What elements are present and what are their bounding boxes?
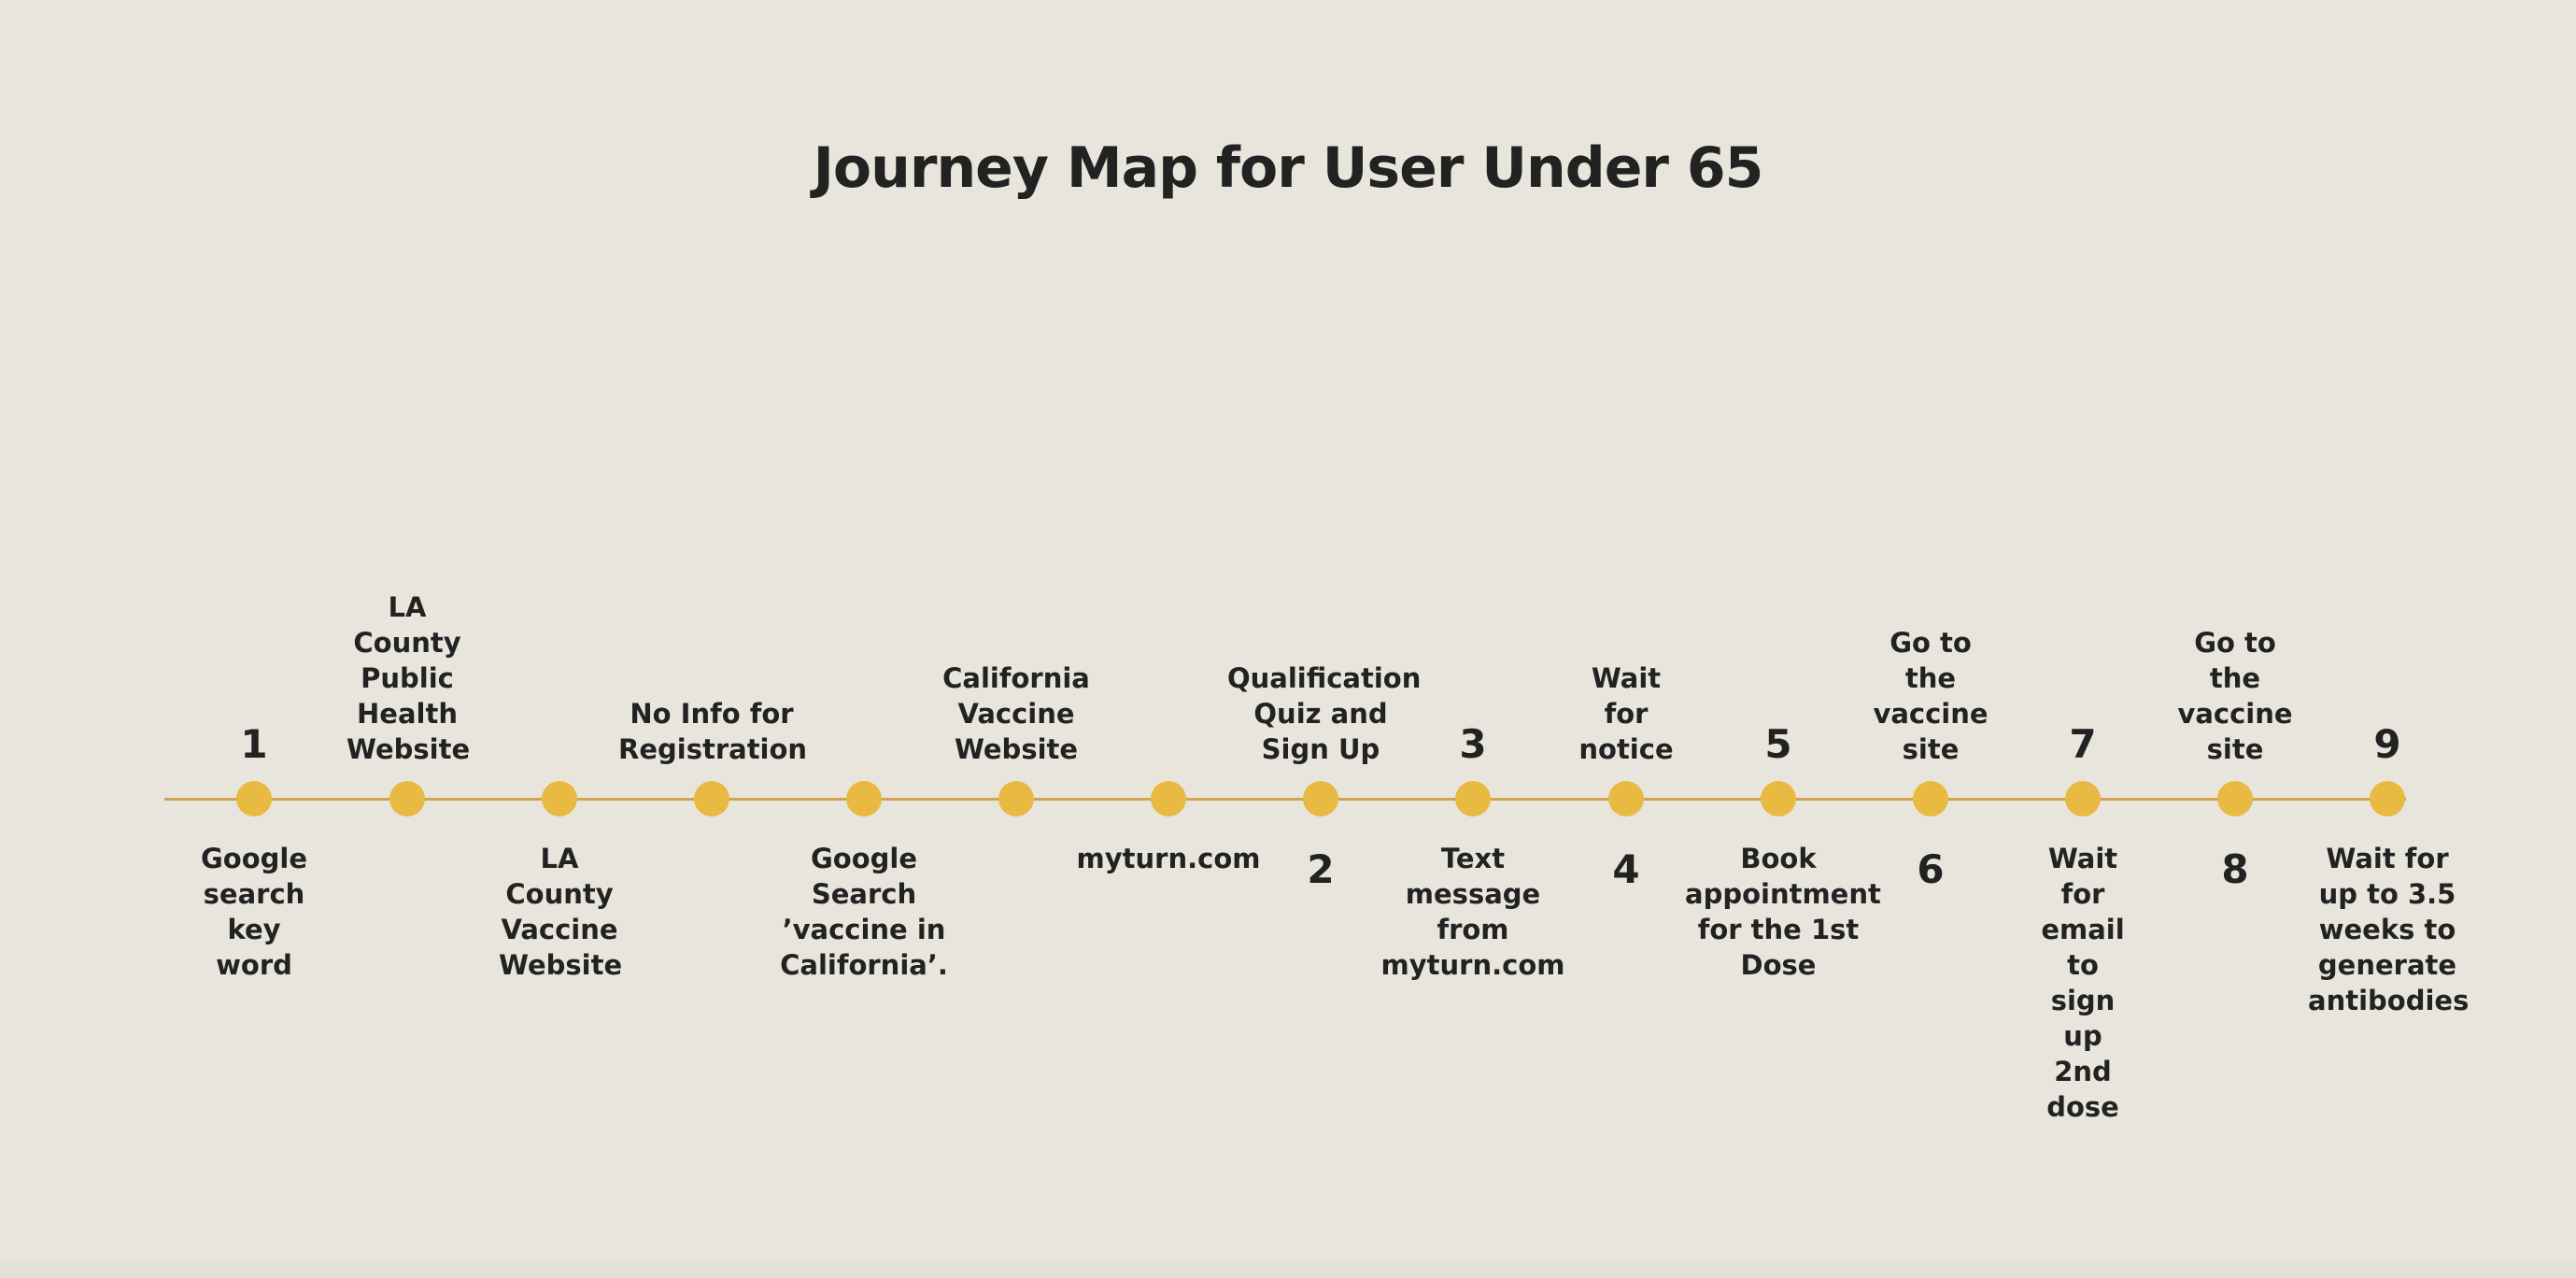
timeline-dot bbox=[2065, 781, 2101, 816]
timeline-dot bbox=[236, 781, 272, 816]
step-number: 8 bbox=[2221, 846, 2249, 892]
page-title: Journey Map for User Under 65 bbox=[813, 135, 1764, 201]
timeline-dot bbox=[694, 781, 729, 816]
timeline-dot bbox=[389, 781, 425, 816]
timeline-dot bbox=[2217, 781, 2253, 816]
step-label: Go to the vaccine site bbox=[1873, 627, 1989, 765]
timeline-dot bbox=[1761, 781, 1796, 816]
step-label: Wait for up to 3.5 weeks to generate ant… bbox=[2308, 843, 2470, 1016]
step-label: myturn.com bbox=[1076, 843, 1261, 874]
step-number: 2 bbox=[1307, 846, 1335, 892]
step-number: 1 bbox=[240, 721, 268, 767]
step-label: Google search key word bbox=[200, 843, 308, 981]
step-number: 5 bbox=[1764, 721, 1792, 767]
timeline-dot bbox=[2370, 781, 2405, 816]
bottom-band bbox=[0, 1261, 2576, 1278]
step-label: Go to the vaccine site bbox=[2177, 627, 2293, 765]
step-label: LA County Vaccine Website bbox=[499, 843, 623, 981]
timeline-dot bbox=[542, 781, 577, 816]
step-label: LA County Public Health Website bbox=[347, 591, 471, 765]
step-number: 6 bbox=[1917, 846, 1945, 892]
step-label: No Info for Registration bbox=[618, 698, 808, 765]
step-label: Wait for email to sign up 2nd dose bbox=[2041, 843, 2125, 1123]
step-label: Book appointment for the 1st Dose bbox=[1685, 843, 1881, 981]
step-label: Qualification Quiz and Sign Up bbox=[1227, 662, 1422, 765]
step-number: 7 bbox=[2069, 721, 2097, 767]
step-number: 4 bbox=[1612, 846, 1640, 892]
step-label: Google Search ’vaccine in California’. bbox=[780, 843, 948, 981]
step-number: 3 bbox=[1459, 721, 1487, 767]
timeline-dot bbox=[998, 781, 1034, 816]
timeline-dot bbox=[1151, 781, 1186, 816]
step-number: 9 bbox=[2373, 721, 2401, 767]
timeline-dot bbox=[1913, 781, 1948, 816]
timeline-line bbox=[164, 798, 2406, 801]
timeline-dot bbox=[846, 781, 882, 816]
step-label: Text message from myturn.com bbox=[1380, 843, 1565, 981]
timeline-dot bbox=[1455, 781, 1491, 816]
step-label: California Vaccine Website bbox=[942, 662, 1090, 765]
timeline-dot bbox=[1608, 781, 1644, 816]
timeline-dot bbox=[1303, 781, 1338, 816]
step-label: Wait for notice bbox=[1578, 662, 1674, 765]
